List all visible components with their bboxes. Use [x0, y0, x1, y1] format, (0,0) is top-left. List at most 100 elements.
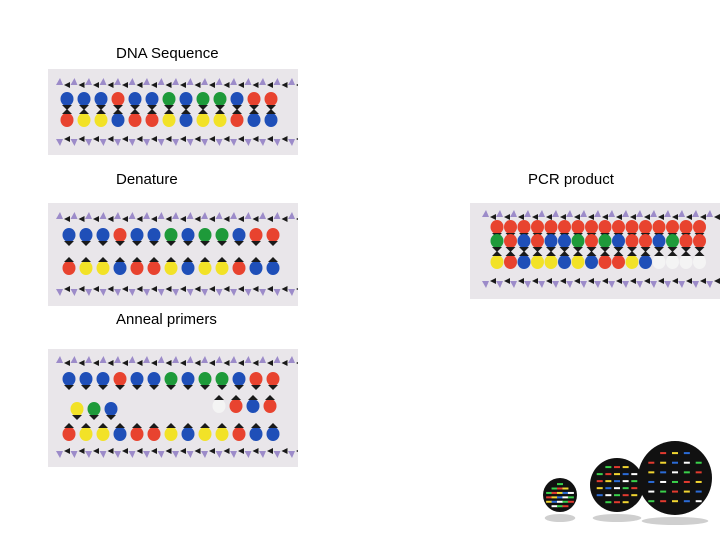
gel-band	[683, 452, 690, 455]
dna-bottom-backbone-purple	[157, 139, 165, 146]
pcr-bottom-backbone-phosphate	[630, 278, 636, 284]
gel-circle	[590, 458, 644, 512]
den-top-backbone-phosphate	[209, 216, 215, 222]
gel-band	[672, 500, 678, 503]
ann-primer-bottom-base	[104, 402, 118, 416]
pcr-top-backbone-purple	[552, 210, 559, 217]
label-anneal-primers: Anneal primers	[116, 311, 217, 328]
den-bottom-backbone-phosphate	[267, 286, 273, 292]
dna-bottom-backbone-purple	[70, 139, 78, 146]
dna-bottom-backbone-phosphate	[223, 136, 230, 142]
gel-band	[557, 491, 563, 494]
gel-band	[551, 491, 558, 494]
dna-bottom-backbone-phosphate	[78, 136, 85, 142]
gel-band	[660, 452, 667, 455]
ann-top-base	[181, 372, 195, 386]
gel-band	[695, 461, 702, 464]
pcr-bottom-backbone-phosphate	[686, 278, 692, 284]
ann-primer-bottom-sugar	[106, 415, 116, 420]
den-bottom-backbone-purple	[56, 289, 63, 296]
dna-top-base	[264, 92, 278, 106]
ann-top-backbone-purple	[114, 356, 121, 363]
dna-bottom-base	[264, 113, 278, 127]
dna-top-sugar	[181, 105, 191, 110]
gel-band	[551, 487, 558, 490]
gel-band	[648, 500, 655, 503]
den-top-backbone-purple	[186, 212, 194, 219]
pcr-top-backbone-purple	[510, 210, 517, 217]
ann-top-backbone-phosphate	[194, 360, 201, 366]
pcr-row2-sugar	[640, 247, 651, 252]
pcr-row2-sugar	[627, 247, 637, 252]
dna-top-backbone-phosphate	[209, 82, 215, 88]
dna-bottom-backbone-purple	[85, 139, 92, 146]
dna-top-sugar	[130, 105, 140, 110]
den-bottom-backbone-phosphate	[194, 286, 201, 292]
den-top-base	[249, 228, 263, 242]
pcr-row1-base	[504, 220, 517, 234]
dna-bottom-base	[145, 113, 159, 127]
den-top-backbone-phosphate	[122, 216, 128, 222]
pcr-top-backbone-purple	[608, 210, 615, 217]
den-top-sugar	[115, 241, 125, 246]
pcr-row3-base	[652, 255, 666, 269]
pcr-row2-sugar	[586, 247, 597, 252]
ann-top-backbone-phosphate	[122, 360, 128, 366]
dna-top-backbone-purple	[259, 78, 266, 85]
dna-sequence-image	[56, 78, 298, 146]
dna-top-base	[196, 92, 210, 106]
gel-band	[605, 494, 612, 497]
ann-top-base	[79, 372, 93, 386]
dna-top-backbone-phosphate	[223, 82, 230, 88]
dna-top-backbone-phosphate	[238, 82, 244, 88]
pcr-row1-base	[490, 220, 504, 234]
gel-band	[605, 480, 612, 483]
pcr-top-backbone-phosphate	[686, 214, 692, 220]
gel-band	[596, 480, 603, 483]
gel-circle	[543, 478, 577, 512]
ann-top-sugar	[166, 385, 176, 390]
pcr-bottom-backbone-purple	[622, 281, 629, 288]
ann-bottom-backbone-purple	[99, 451, 107, 458]
gel-band	[557, 500, 563, 503]
ann-bottom-backbone-purple	[186, 451, 194, 458]
ann-bottom-backbone-phosphate	[122, 448, 128, 454]
dna-bottom-base	[247, 113, 261, 127]
pcr-bottom-backbone-purple	[496, 281, 503, 288]
dna-bottom-backbone-purple	[215, 139, 223, 146]
pcr-top-backbone-purple	[580, 210, 587, 217]
gel-band	[660, 490, 667, 493]
ann-bottom-backbone-phosphate	[296, 450, 298, 452]
dna-bottom-backbone-purple	[273, 139, 281, 146]
den-bottom-backbone-phosphate	[93, 286, 99, 292]
gel-band	[551, 500, 558, 503]
dna-bottom-backbone-phosphate	[136, 136, 143, 142]
dna-top-backbone-phosphate	[122, 82, 128, 88]
ann-bottom-backbone-phosphate	[151, 448, 157, 454]
ann-top-sugar	[81, 385, 91, 390]
pcr-row2-base	[571, 234, 585, 248]
gel-band	[648, 471, 655, 474]
den-top-sugar	[234, 241, 244, 246]
pcr-top-backbone-purple	[524, 210, 531, 217]
dna-top-base	[77, 92, 91, 106]
ann-bottom-base	[79, 427, 93, 441]
ann-top-sugar	[115, 385, 125, 390]
pcr-bottom-backbone-phosphate	[504, 278, 510, 284]
ann-bottom-backbone-phosphate	[281, 448, 288, 454]
den-top-backbone-purple	[201, 212, 208, 219]
dna-top-backbone-purple	[128, 78, 136, 85]
ann-top-backbone-phosphate	[252, 360, 259, 366]
dna-bottom-backbone-purple	[186, 139, 194, 146]
ann-top-backbone-phosphate	[238, 360, 244, 366]
pcr-row2-base	[625, 234, 639, 248]
ann-bottom-backbone-purple	[56, 451, 63, 458]
dna-bottom-backbone-phosphate	[151, 136, 157, 142]
dna-bottom-sugar	[130, 109, 140, 114]
pcr-row3-base	[504, 255, 517, 269]
pcr-row2-sugar	[667, 247, 678, 252]
pcr-row3-sugar	[532, 251, 543, 256]
ann-top-backbone-purple	[143, 356, 150, 363]
gel-band	[557, 483, 563, 486]
den-bottom-base	[266, 261, 280, 275]
